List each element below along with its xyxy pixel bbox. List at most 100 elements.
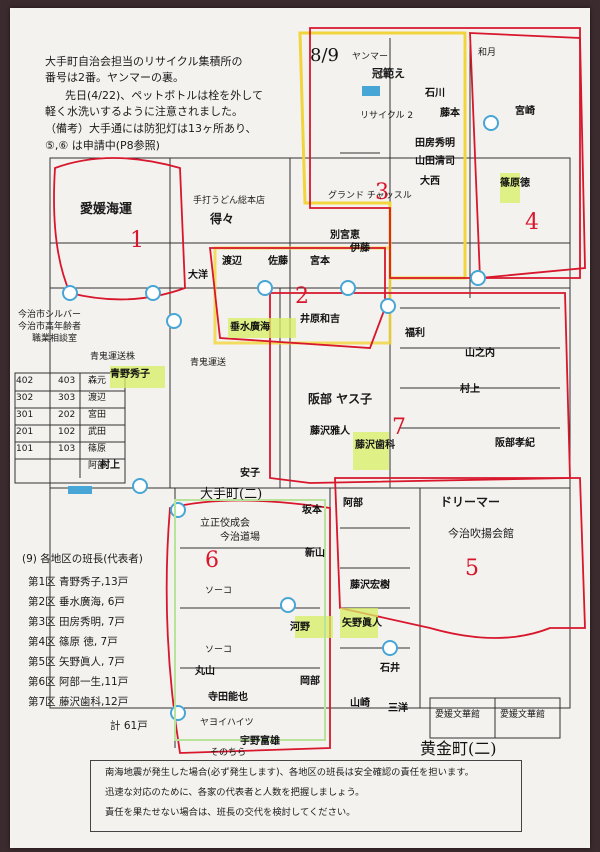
note-line-2: 番号は2番。ヤンマーの裏。 (45, 71, 184, 84)
apt-row-2-c: 渡辺 (88, 393, 107, 403)
leader-row-3: 第3区 田房秀明, 7戸 (28, 616, 125, 628)
label-imabari-koureisha: 今治市高年齢者 (18, 322, 82, 332)
name-shinohara: 篠原徳 (500, 178, 530, 189)
apt-row-1-c: 森元 (88, 376, 107, 386)
leader-row-7: 第7区 藤沢歯科,12戸 (28, 696, 129, 708)
label-yanmar: ヤンマー (352, 52, 389, 62)
street-west: 大手町(二) (200, 487, 263, 502)
label-fujisawa: 藤沢歯科 (355, 440, 395, 451)
name-abe-issei: 阿部 (343, 498, 363, 509)
apt-row-3-a: 301 (16, 410, 34, 420)
footer-box (90, 760, 522, 832)
name-yano: 矢野眞人 (342, 618, 382, 629)
apt-row-5-b: 103 (58, 444, 76, 454)
apt-row-2-b: 303 (58, 393, 76, 403)
apt-row-3-c: 宮田 (88, 410, 107, 420)
label-sohkou-1: ソーコ (205, 586, 233, 596)
leader-row-5: 第5区 矢野眞人, 7戸 (28, 656, 125, 668)
marker-10 (170, 502, 186, 518)
marker-6 (380, 298, 396, 314)
apt-row-4-a: 201 (16, 427, 34, 437)
name-niiyama: 新山 (305, 548, 325, 559)
label-imabari-fuki: 今治吹揚会館 (448, 527, 514, 540)
marker-2 (145, 285, 161, 301)
name-kawano: 河野 (290, 622, 310, 633)
marker-11 (280, 597, 296, 613)
label-doreemaa: ドリーマー (440, 495, 501, 509)
name-tarumi: 垂水廣海 (230, 322, 270, 333)
marker-12 (382, 640, 398, 656)
name-murakami-2: 村上 (100, 460, 120, 471)
apt-row-5-a: 101 (16, 444, 34, 454)
document-sheet: 1 2 3 4 5 6 7 大手町自治会担当のリサイクル集積所の 番号は2番。ヤ… (10, 8, 590, 848)
label-grand-chatle: グランド チャッスル (328, 191, 412, 201)
label-sohkou-2: ソーコ (205, 645, 233, 655)
district-map (14, 27, 586, 754)
district-label-1: 1 (130, 228, 144, 253)
name-aono: 青野秀子 (110, 369, 150, 380)
district-label-5: 5 (465, 556, 479, 581)
label-kazuki: 和月 (478, 48, 497, 58)
district-label-3: 3 (375, 180, 389, 205)
name-taiyo: 大洋 (188, 270, 208, 281)
highlight-aono (110, 366, 165, 388)
district-2-outline (208, 247, 386, 349)
label-imabari-dojo: 今治道場 (220, 532, 260, 543)
marker-13 (170, 705, 186, 721)
district-6-outline (165, 499, 331, 754)
note-line-6: ⑤,⑥ は申請中(P8参照) (45, 139, 160, 152)
apt-row-6-c: 阿部 (88, 461, 107, 471)
note-line-3: 先日(4/22)、ペットボトルは栓を外して (65, 89, 263, 102)
note-line-5: （備考）大手通には防犯灯は13ヶ所あり、 (45, 122, 257, 135)
name-maruyama: 丸山 (195, 666, 215, 677)
leader-row-4: 第4区 篠原 徳, 7戸 (28, 636, 118, 648)
district-label-2: 2 (295, 284, 309, 309)
name-ishii: 石井 (380, 663, 400, 674)
label-tokutoku: 得々 (210, 212, 235, 226)
street-small: そのちら (210, 748, 247, 758)
highlight-yano (340, 608, 378, 638)
name-ishikawa: 石川 (425, 88, 445, 99)
highlight-shinohara (500, 173, 520, 203)
apt-row-3-b: 202 (58, 410, 76, 420)
name-fujisawa-masato: 藤沢雅人 (310, 426, 350, 437)
apt-row-5-c: 篠原 (88, 444, 107, 454)
label-tetsuka: 手打うどん総本店 (193, 196, 266, 206)
name-betsumiya: 別宮恵 (330, 230, 360, 241)
recycle-marker-1 (362, 86, 380, 96)
district-label-7: 7 (392, 415, 406, 440)
highlight-kawano (295, 616, 333, 638)
street-south: 黄金町(二) (420, 739, 497, 758)
name-watanabe: 渡辺 (222, 256, 242, 267)
name-fukuri: 福利 (405, 328, 425, 339)
name-yasuko: 安子 (240, 468, 260, 479)
district-1-outline (53, 157, 186, 301)
footer-line-2: 迅速な対応のために、各家の代表者と人数を把握しましょう。 (105, 787, 365, 798)
marker-4 (257, 280, 273, 296)
name-abe-takanori: 阪部孝紀 (495, 438, 535, 449)
leader-row-2: 第2区 垂水廣海, 6戸 (28, 596, 125, 608)
leader-row-1: 第1区 青野秀子,13戸 (28, 576, 129, 588)
name-fujisawa-hiroki: 藤沢宏樹 (350, 580, 390, 591)
name-tabusa: 田房秀明 (415, 138, 455, 149)
marker-8 (483, 115, 499, 131)
name-sakamoto: 坂本 (302, 505, 322, 516)
name-ito: 伊藤 (350, 243, 370, 254)
name-murakami: 村上 (460, 384, 480, 395)
label-aoni2: 青鬼運送 (190, 358, 227, 368)
apt-row-2-a: 302 (16, 393, 34, 403)
name-yamada: 山田清司 (415, 156, 455, 167)
name-onishi: 大西 (420, 176, 440, 187)
highlight-fujisawa (353, 432, 389, 470)
name-yamazaki: 山崎 (350, 698, 370, 709)
label-bunkaken-2: 愛媛文華館 (500, 710, 546, 720)
district-label-6: 6 (205, 548, 219, 573)
apt-row-4-b: 102 (58, 427, 76, 437)
district-7-outline (269, 292, 571, 484)
district-5-outline (334, 477, 586, 639)
marker-9 (132, 478, 148, 494)
name-okabe: 岡部 (300, 676, 320, 687)
apt-row-4-c: 武田 (88, 427, 107, 437)
marker-5 (340, 280, 356, 296)
recycle-marker-2 (68, 486, 92, 494)
